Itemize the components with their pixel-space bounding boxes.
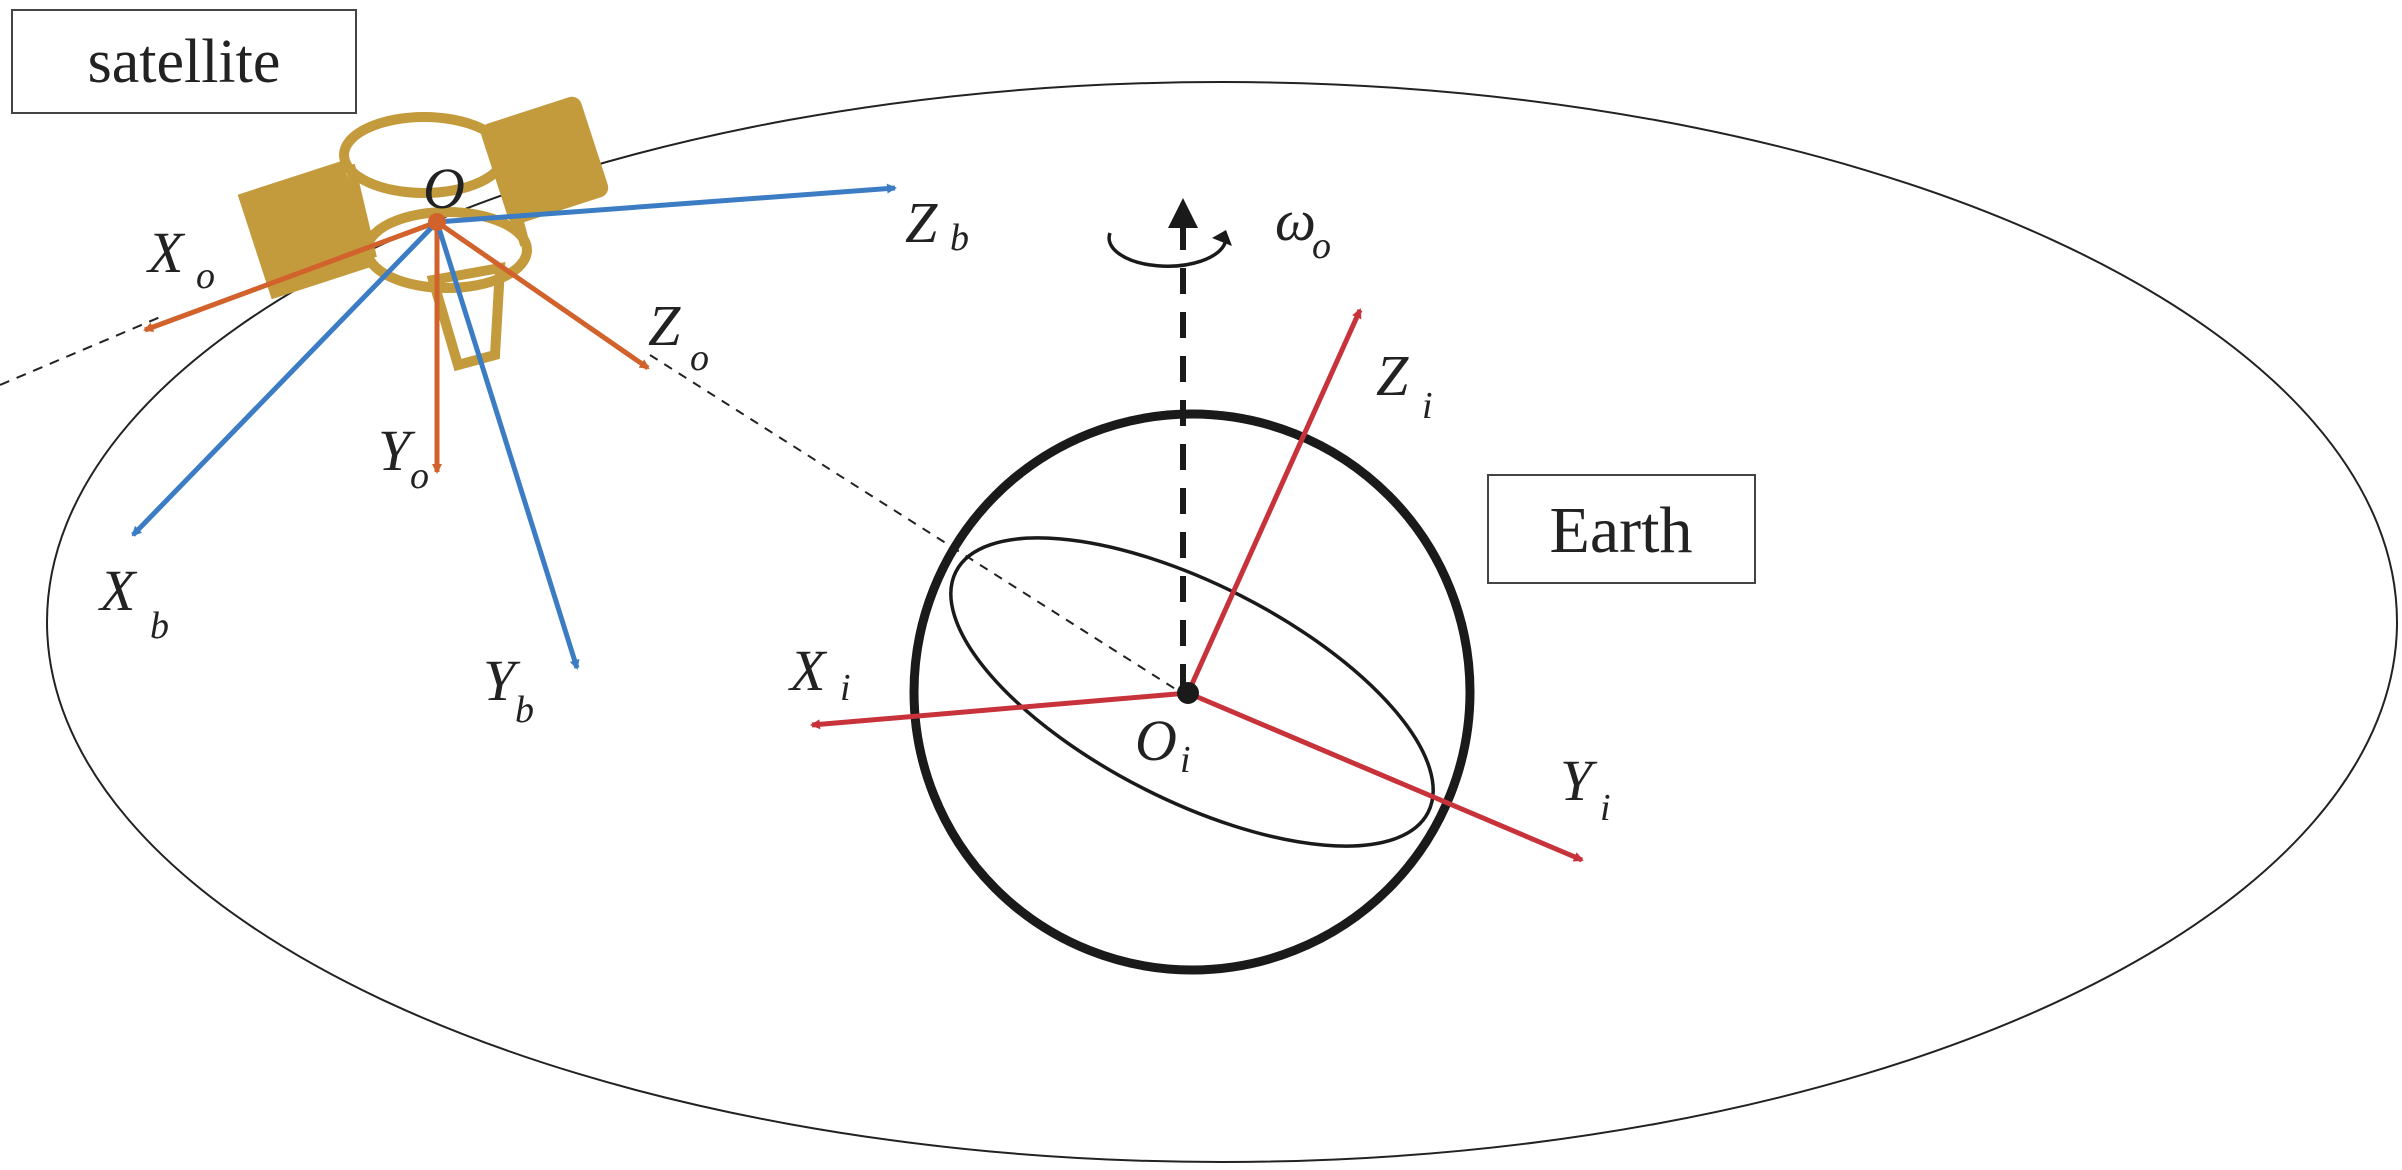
svg-text:o: o (690, 337, 709, 379)
label-yb: Y b (483, 648, 534, 731)
orbit-tangent-dashed (0, 314, 166, 386)
label-xi: X i (788, 638, 851, 709)
body-frame-axes (131, 183, 897, 670)
axis-zi (1185, 308, 1363, 695)
svg-text:o: o (1312, 225, 1331, 267)
label-zo: Z o (648, 293, 709, 379)
earth-sphere (909, 409, 1475, 975)
svg-text:i: i (1422, 385, 1433, 427)
satellite-earth-dashed-line (649, 354, 1181, 693)
svg-text:b: b (515, 689, 534, 731)
label-origin-o: O (423, 156, 465, 221)
label-xo: X o (146, 220, 215, 297)
rotation-arc-arrowhead (1212, 230, 1232, 246)
axis-zb (436, 183, 897, 225)
svg-text:X: X (146, 220, 186, 285)
label-zi: Z i (1376, 343, 1433, 427)
svg-text:i: i (1180, 739, 1191, 781)
svg-text:Y: Y (483, 648, 521, 713)
svg-text:X: X (98, 558, 138, 623)
earth-label-box: Earth (1487, 474, 1756, 584)
label-xb: X b (98, 558, 169, 647)
svg-text:b: b (150, 605, 169, 647)
axis-yi (1187, 690, 1584, 863)
svg-text:i: i (1600, 787, 1611, 829)
axis-xi (810, 690, 1189, 730)
axis-zo (435, 219, 650, 371)
svg-text:o: o (410, 455, 429, 497)
label-yi: Y i (1560, 748, 1611, 829)
label-zb: Z b (905, 190, 969, 259)
svg-text:Z: Z (648, 293, 681, 358)
earth-label: Earth (1550, 494, 1693, 567)
inertial-frame-axes (810, 308, 1584, 863)
rotation-axis-arrowhead (1168, 198, 1198, 228)
svg-text:i: i (840, 667, 851, 709)
svg-text:Y: Y (378, 418, 416, 483)
svg-text:ω: ω (1275, 188, 1316, 253)
orbit-ellipse (46, 81, 2398, 1163)
axis-xb (131, 220, 439, 537)
svg-text:Y: Y (1560, 748, 1598, 813)
svg-text:o: o (196, 255, 215, 297)
label-omega-o: ω o (1275, 188, 1331, 267)
satellite-label-box: satellite (11, 9, 357, 114)
axis-xo (143, 219, 438, 333)
svg-text:X: X (788, 638, 828, 703)
svg-text:b: b (950, 217, 969, 259)
satellite-label: satellite (88, 28, 281, 96)
rotation-arc (1107, 232, 1227, 268)
satellite-origin-dot (428, 213, 446, 231)
svg-text:Z: Z (905, 190, 938, 255)
earth-origin-dot (1177, 682, 1199, 704)
label-oi: O i (1135, 708, 1191, 781)
orbit-frame-axes (143, 219, 650, 474)
label-yo: Y o (378, 418, 429, 497)
svg-text:Z: Z (1376, 343, 1409, 408)
svg-text:O: O (1135, 708, 1177, 773)
satellite-icon (237, 96, 609, 372)
axis-yb (434, 221, 580, 670)
